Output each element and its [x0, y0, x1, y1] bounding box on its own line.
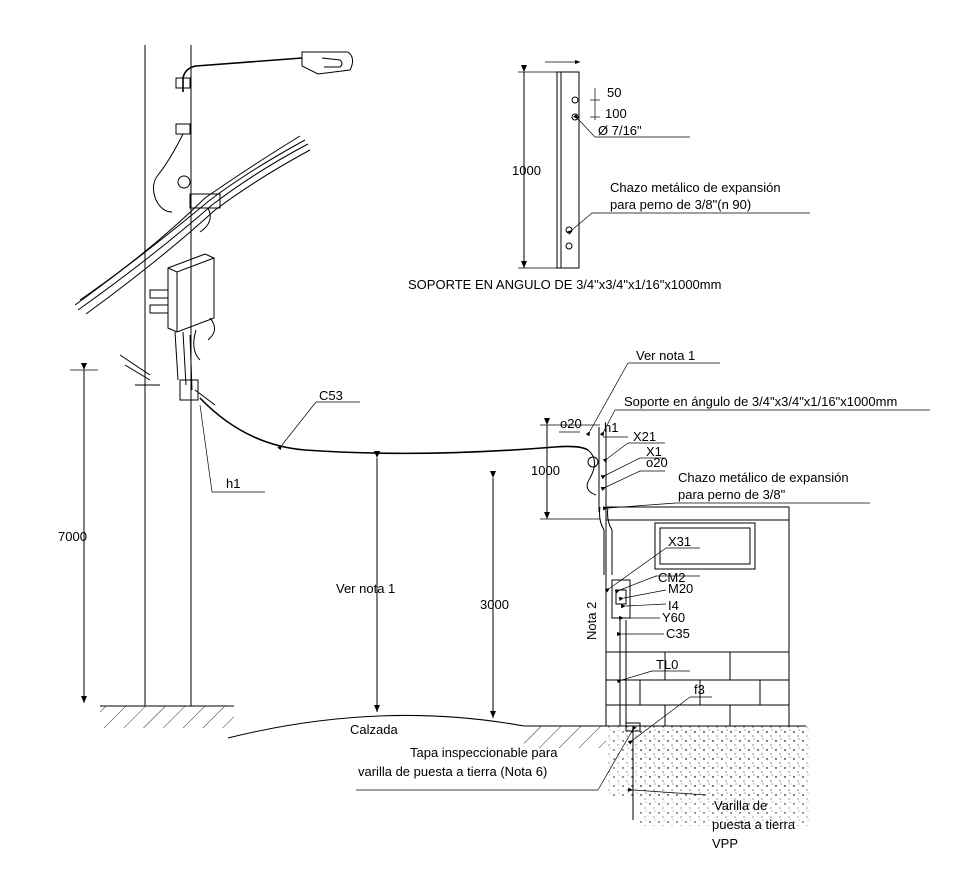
code-m20-group: M20: [618, 581, 693, 601]
pole-height-value: 7000: [58, 529, 87, 544]
code-cm2-group: CM2: [614, 570, 700, 594]
ground-right: [524, 725, 810, 826]
ver-nota-top-group: Ver nota 1: [585, 348, 720, 437]
detail-spacing-2: 100: [605, 106, 627, 121]
code-o20-right: o20: [646, 455, 668, 470]
code-o20-left: o20: [560, 416, 582, 431]
code-y60-group: Y60: [619, 610, 685, 625]
building-height-dimension: 3000: [480, 471, 509, 718]
code-tl0-group: TL0: [616, 657, 690, 684]
support-height-value: 1000: [531, 463, 560, 478]
support-height-dimension: 1000: [531, 418, 600, 520]
house-wall: [605, 506, 790, 727]
pole-height-dimension: 7000: [58, 363, 98, 703]
support-note: Soporte en ángulo de 3/4"x3/4"x1/16"x100…: [624, 394, 897, 409]
code-x1-group: X1: [600, 444, 665, 480]
code-y60: Y60: [662, 610, 685, 625]
grounding-cover-line2: varilla de puesta a tierra (Nota 6): [358, 764, 547, 779]
grounding-rod-group: Varilla de puesta a tierra VPP: [627, 787, 796, 851]
code-i4-group: I4: [621, 598, 679, 613]
cable-label: C53: [319, 388, 343, 403]
ground-left: Calzada: [100, 705, 525, 739]
road-label: Calzada: [350, 722, 398, 737]
street-light: [152, 51, 354, 213]
code-f3: f3: [694, 682, 705, 697]
code-o20-right-group: o20: [600, 455, 668, 491]
pole-ref-group: h1: [199, 404, 265, 493]
detail-title: SOPORTE EN ANGULO DE 3/4"x3/4"x1/16"x100…: [408, 277, 721, 292]
grounding-rod-line3: VPP: [712, 836, 738, 851]
code-cm2: CM2: [658, 570, 685, 585]
code-x1: X1: [646, 444, 662, 459]
code-h1-right-group: h1: [603, 420, 628, 438]
code-c35-group: C35: [617, 626, 690, 641]
clearance-note: Ver nota 1: [336, 581, 395, 596]
code-m20: M20: [668, 581, 693, 596]
overhead-conductors: [74, 135, 311, 315]
utility-pole: [144, 45, 192, 706]
code-x21-group: X21: [602, 429, 665, 463]
grounding-cover-line1: Tapa inspeccionable para: [410, 745, 558, 760]
code-x31: X31: [668, 534, 691, 549]
support-note-group: Soporte en ángulo de 3/4"x3/4"x1/16"x100…: [599, 394, 930, 437]
service-drop-cable: [199, 397, 599, 496]
code-x21: X21: [633, 429, 656, 444]
grounding-rod-line1: Varilla de: [714, 798, 767, 813]
code-tl0: TL0: [656, 657, 678, 672]
code-x31-group: X31: [604, 534, 700, 593]
nota2-label: Nota 2: [584, 602, 599, 640]
cable-label-group: C53: [277, 388, 360, 451]
code-i4: I4: [668, 598, 679, 613]
detail-hole-diameter: Ø 7/16": [598, 123, 642, 138]
grounding-cover-group: Tapa inspeccionable para varilla de pues…: [356, 725, 637, 791]
detail-spacing-1: 50: [607, 85, 621, 100]
code-f3-group: f3: [627, 682, 712, 745]
code-o20-left-group: o20: [559, 416, 582, 433]
building-height-value: 3000: [480, 597, 509, 612]
code-c35: C35: [666, 626, 690, 641]
ver-nota-top: Ver nota 1: [636, 348, 695, 363]
clearance-dimension: Ver nota 1: [336, 451, 395, 712]
detail-length-dim: 1000: [512, 163, 541, 178]
anchor-note-line2: para perno de 3/8": [678, 487, 786, 502]
code-h1-right: h1: [604, 420, 618, 435]
grounding-rod-line2: puesta a tierra: [712, 817, 796, 832]
detail-anchor-line1: Chazo metálico de expansión: [610, 180, 781, 195]
anchor-note-line1: Chazo metálico de expansión: [678, 470, 849, 485]
pole-ref-label: h1: [226, 476, 240, 491]
wall-mounted-support: [598, 427, 641, 820]
pole-junction-box: [119, 253, 216, 406]
detail-anchor-line2: para perno de 3/8"(n 90): [610, 197, 751, 212]
support-detail: 1000 50 100 Ø 7/16" Chazo metálico de ex…: [408, 59, 810, 292]
anchor-note-group: Chazo metálico de expansión para perno d…: [602, 470, 870, 511]
